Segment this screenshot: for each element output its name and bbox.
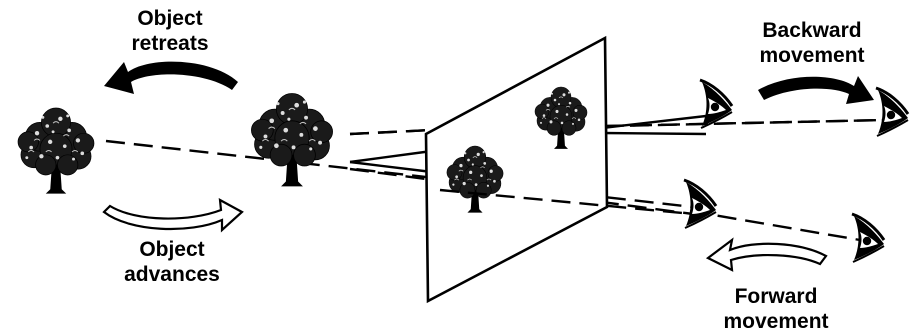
label-line: movement	[759, 44, 864, 67]
label-object-retreats: Object retreats	[131, 7, 208, 55]
label-object-advances: Object advances	[124, 238, 220, 286]
outline-arc-arrow-right	[104, 200, 242, 230]
label-forward-movement: Forward movement	[723, 285, 828, 333]
label-line: advances	[124, 263, 220, 286]
filled-arc-arrow-left	[104, 62, 238, 94]
label-line: Object	[137, 7, 202, 30]
eye-icon	[876, 88, 908, 136]
eye-icon	[700, 80, 732, 128]
label-line: retreats	[131, 32, 208, 55]
label-backward-movement: Backward movement	[759, 19, 864, 67]
label-line: Object	[139, 238, 204, 261]
tree-icon	[251, 94, 332, 187]
eye-icon	[684, 180, 716, 228]
tree-icon	[18, 108, 94, 194]
label-line: Forward	[735, 285, 818, 308]
label-line: Backward	[762, 19, 861, 42]
label-line: movement	[723, 310, 828, 333]
filled-arc-arrow-right	[758, 76, 874, 104]
eye-icon	[852, 214, 884, 262]
outline-arc-arrow-left	[708, 240, 826, 270]
